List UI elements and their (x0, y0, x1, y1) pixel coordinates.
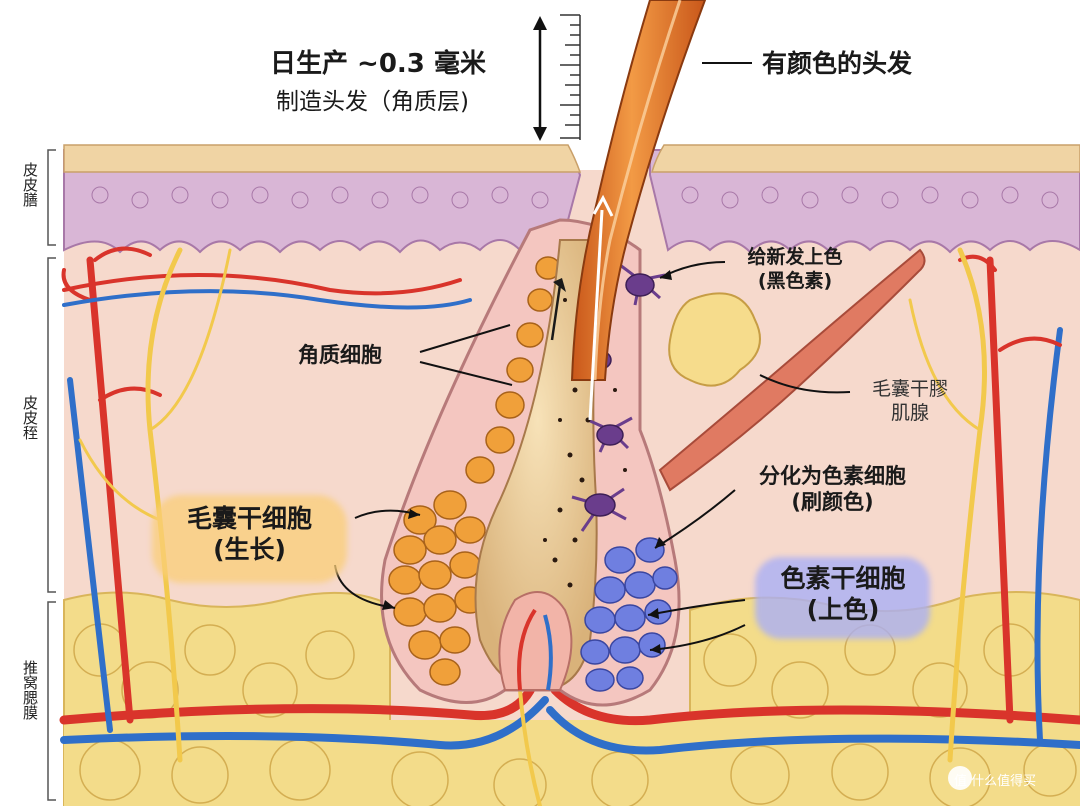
arrector-muscle-label-line2: 肌腺 (890, 401, 929, 424)
differentiate-label: 分化为色素细胞 (刷颜色) (730, 463, 935, 516)
highlight-pigment-stem (755, 557, 930, 639)
keratinocyte-label: 角质细胞 (298, 343, 382, 367)
pigment-stem-cells (580, 537, 678, 692)
pigment-stem-cell-label: 色素干细胞 (上色) (762, 563, 924, 626)
arrector-muscle-label: 毛囊干膠 肌腺 (855, 378, 965, 426)
papilla-artery (517, 608, 537, 691)
leader-lines (334, 62, 851, 651)
stratum-corneum-right (651, 144, 1080, 173)
epidermis-cells (91, 186, 1059, 209)
melanocytes (571, 263, 666, 532)
arrector-muscle-label-line1: 毛囊干膠 (871, 378, 948, 400)
growth-arrow-left-head (553, 278, 566, 292)
growth-rate-label: 日生产 ~0.3 毫米 (270, 49, 486, 79)
vessels (59, 246, 1080, 806)
melanin-label: 给新发上色 (黑色素) (730, 246, 860, 294)
hypodermis-side-label: 推窝腮膜 (21, 660, 39, 720)
stratum-corneum (63, 144, 582, 173)
melanin-label-line2: (黑色素) (757, 269, 833, 292)
growth-arrow-center-head (592, 194, 614, 217)
growth-rate-sublabel: 制造头发（角质层) (276, 89, 469, 115)
dermal-papilla (498, 591, 573, 691)
leader-arrowheads (382, 270, 672, 654)
growth-arrow-center (588, 209, 604, 421)
epidermis-right (649, 149, 1080, 254)
highlight-hair-stem (152, 495, 347, 583)
differentiate-label-line1: 分化为色素细胞 (759, 464, 906, 488)
dermis-side-label: 皮皮秷 (21, 395, 39, 440)
layer-brackets (47, 149, 56, 801)
arrector-pili-muscle (658, 248, 926, 492)
pigment-stem-cell-label-line2: (上色) (806, 595, 880, 625)
hair-stem-cell-label-line2: (生长) (213, 535, 286, 565)
epidermis-side-label: 皮皮膳 (21, 162, 39, 207)
growth-arrow-left (550, 284, 562, 341)
growth-scale-arrow (533, 16, 547, 141)
watermark-logo-icon (948, 766, 972, 790)
pigment-stem-cell-label-line1: 色素干细胞 (780, 564, 906, 593)
papilla-vein (543, 614, 553, 691)
hair-stem-cell-label: 毛囊干细胞 (生长) (162, 503, 337, 566)
hair-highlight (593, 0, 682, 381)
sebaceous-gland (668, 292, 761, 387)
hair-stem-cell-label-line1: 毛囊干细胞 (186, 504, 312, 533)
ruler (560, 14, 581, 140)
hair-shaft (570, 0, 707, 381)
colored-hair-label: 有颜色的头发 (762, 49, 913, 78)
melanin-label-line1: 给新发上色 (747, 246, 843, 268)
watermark: 值 什么值得买 (954, 774, 1037, 789)
differentiate-label-line2: (刷颜色) (791, 490, 874, 515)
